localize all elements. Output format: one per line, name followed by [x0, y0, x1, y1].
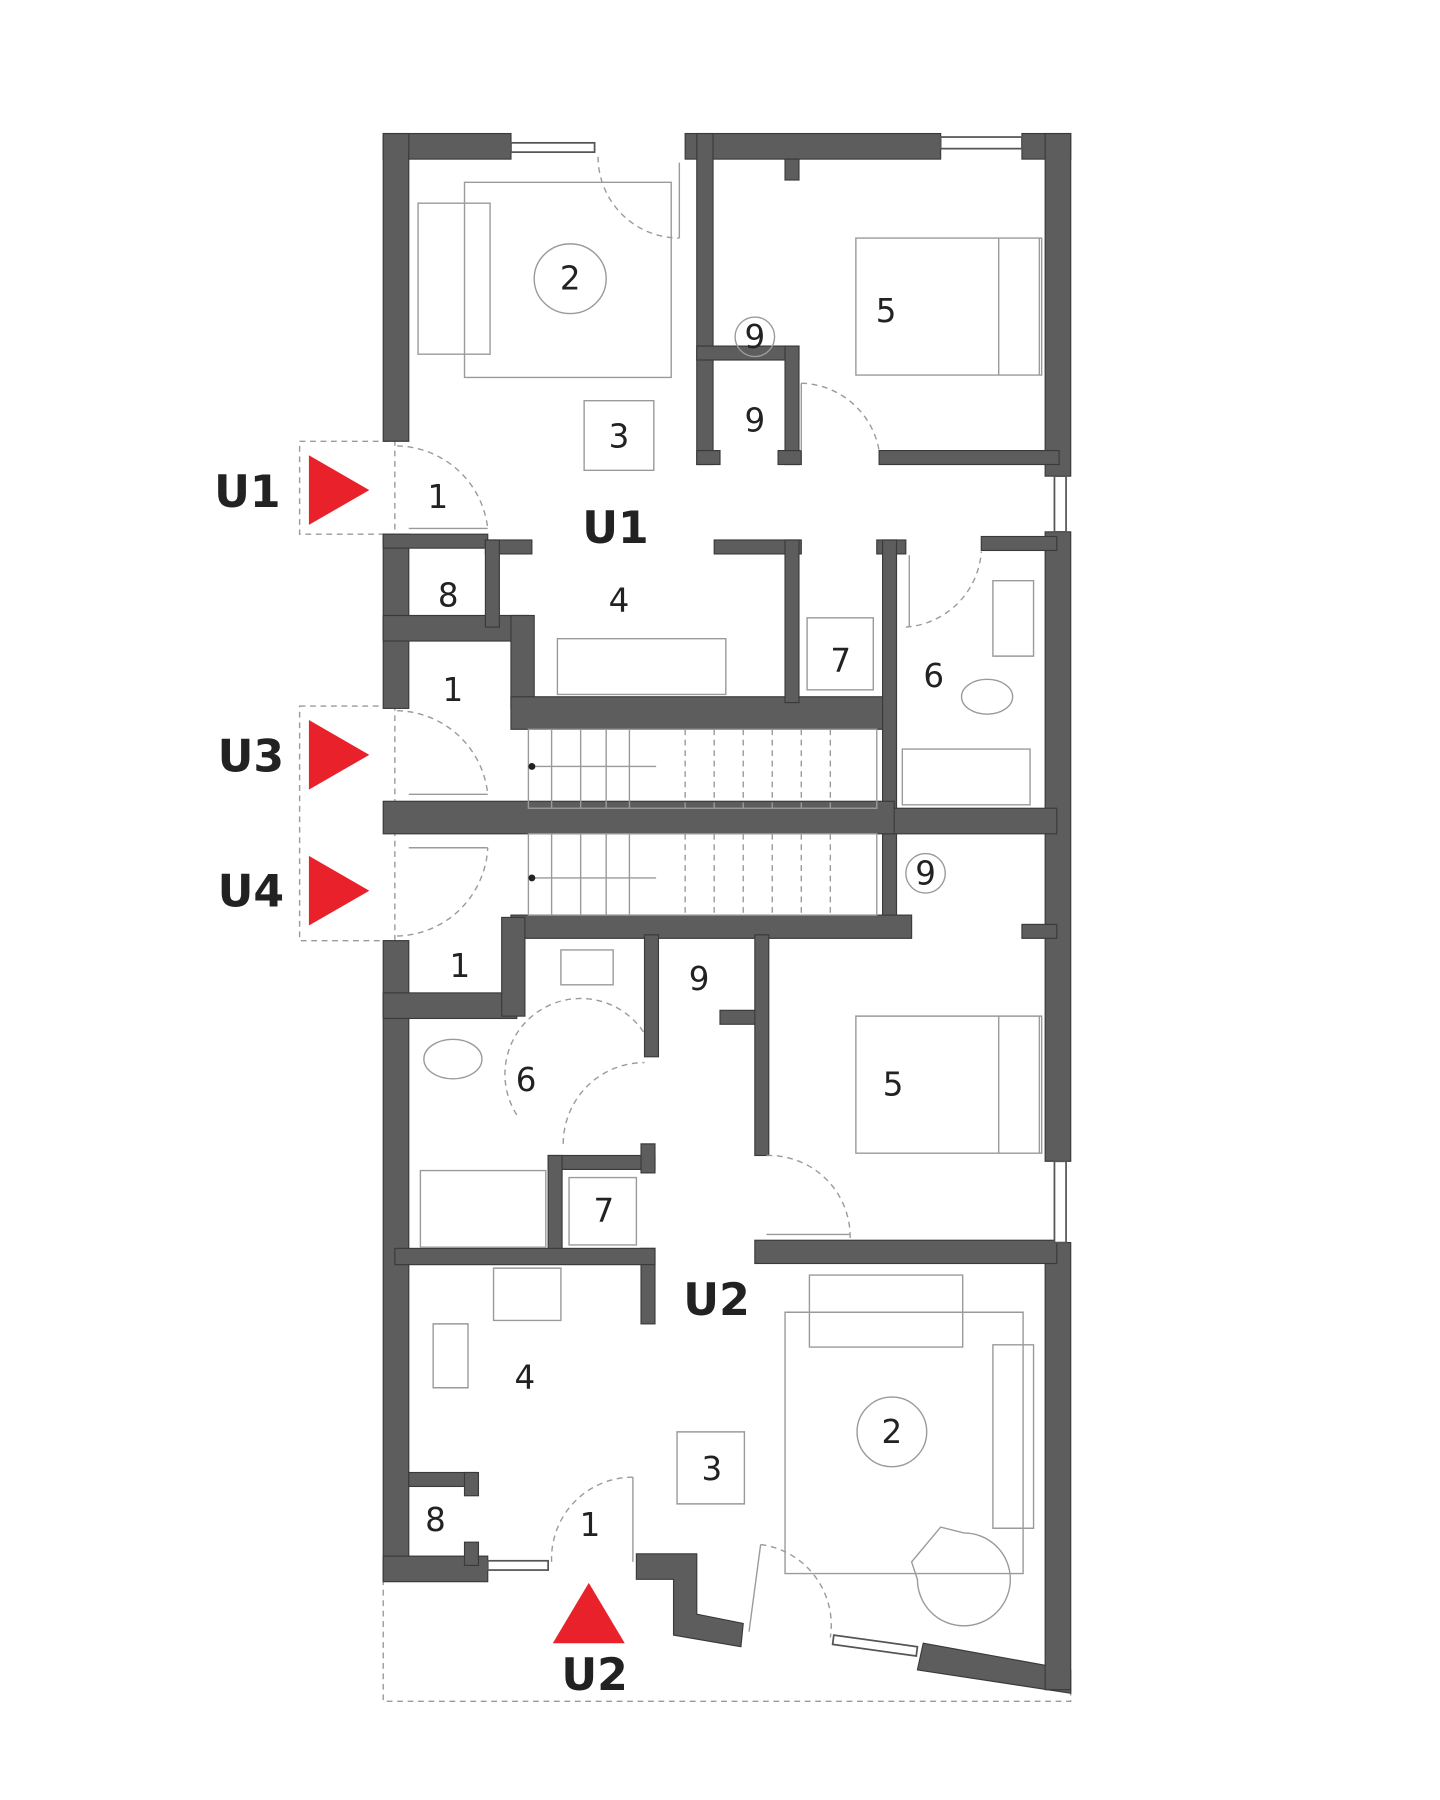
entry-label-u4: U4: [218, 866, 285, 917]
room-labels: 2 3 1 4 8 9 9 5 7 6 1 9 1 9 6 5 7 4 2 3 8 1: [425, 260, 944, 1544]
furniture: [417, 181, 1043, 1627]
room-number: 2: [882, 1413, 903, 1451]
wall-segment: [684, 132, 942, 160]
walls: [382, 132, 1072, 1694]
wall-segment: [643, 934, 660, 1058]
room-number: 4: [515, 1358, 536, 1396]
wall-segment: [882, 539, 898, 930]
wall-segment: [547, 1154, 563, 1255]
unit-label-upper: U1: [582, 503, 649, 554]
room-number: 9: [744, 401, 765, 439]
wall-segment: [784, 345, 800, 466]
entry-arrow-u3: [308, 720, 370, 790]
room-number: 6: [516, 1061, 537, 1099]
wall-segment: [510, 696, 895, 730]
room-number: 5: [876, 292, 897, 330]
room-number: 1: [427, 478, 448, 516]
room-number: 7: [830, 642, 851, 680]
entry-arrow-u4: [308, 855, 370, 926]
wall-segment: [640, 1143, 656, 1174]
wall-segment: [784, 158, 800, 181]
wall-segment: [754, 934, 770, 1157]
entry-zone-u1: [298, 440, 396, 535]
unit-label-lower: U2: [683, 1275, 750, 1326]
entry-label-u1: U1: [214, 467, 281, 518]
wall-segment: [382, 614, 529, 642]
room-number: 1: [580, 1506, 601, 1544]
room-number: 2: [560, 260, 581, 298]
wall-segment: [484, 539, 500, 628]
room-number: 3: [609, 418, 630, 456]
wall-segment: [1044, 1242, 1072, 1691]
wall-segment: [777, 450, 802, 466]
wall-segment: [510, 914, 913, 939]
site-boundary: [382, 1579, 1072, 1702]
room-number: 1: [450, 947, 471, 985]
wall-segment: [501, 916, 526, 1017]
room-number: 6: [923, 657, 944, 695]
door-swings: [397, 156, 982, 1638]
wall-segment: [394, 1247, 656, 1266]
wall-segment: [713, 539, 802, 555]
room-number: 9: [744, 318, 765, 356]
wall-segment: [784, 539, 800, 704]
room-number: 8: [438, 577, 459, 615]
stairs: [527, 728, 878, 916]
room-number: 8: [425, 1501, 446, 1539]
room-number: 9: [915, 854, 936, 892]
room-number: 9: [689, 960, 710, 998]
wall-segment: [547, 1154, 656, 1170]
windows: [486, 136, 1067, 1657]
room-number: 3: [702, 1450, 723, 1488]
wall-segment: [1044, 531, 1072, 1162]
entry-arrow-u2: [552, 1582, 625, 1644]
wall-segment: [510, 614, 535, 709]
wall-segment: [382, 992, 518, 1020]
wall-segment: [1021, 923, 1058, 939]
room-number: 7: [594, 1192, 615, 1230]
wall-segment: [980, 535, 1058, 552]
wall-segment: [382, 132, 410, 442]
wall-segment: [878, 450, 1060, 466]
entry-label-u2: U2: [561, 1650, 628, 1701]
room-number: 1: [443, 671, 464, 709]
entry-label-u3: U3: [218, 732, 285, 783]
wall-segment: [696, 450, 721, 466]
wall-segment: [754, 1239, 1058, 1265]
wall-segment: [382, 800, 895, 835]
room-number: 4: [609, 581, 630, 619]
wall-segment: [463, 1471, 480, 1497]
wall-segment: [696, 132, 714, 466]
wall-segment: [463, 1541, 480, 1567]
entry-arrow-u1: [308, 455, 370, 525]
wall-segment: [382, 533, 489, 549]
room-number: 5: [883, 1066, 904, 1104]
wall-segment: [882, 807, 1058, 835]
wall-segment: [1044, 132, 1072, 477]
